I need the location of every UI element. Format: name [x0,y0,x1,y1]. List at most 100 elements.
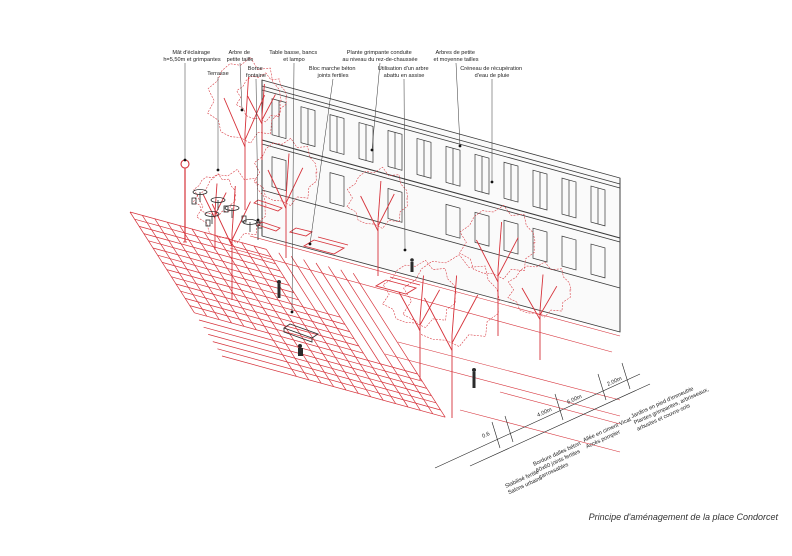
people [277,258,476,388]
tree [235,72,288,160]
paving-joint [303,259,396,404]
leader-line [255,78,259,221]
leader-line [371,62,381,151]
leader-dot [256,218,260,222]
annotation-creneau: Créneau de récupération d'eau de pluie [460,66,523,79]
paving-joint [142,215,208,317]
window [300,106,316,147]
window [416,137,432,179]
window [532,169,548,211]
terrace-tables [191,189,263,232]
garden-strip [229,227,621,453]
tree [207,57,282,210]
figure-caption: Principe d'aménagement de la place Condo… [588,512,778,522]
leader-lines [184,62,493,313]
annotation-table: Table basse, bancs et lampo [269,50,318,63]
window [445,203,461,239]
paving-joint [157,254,295,293]
leader-line [291,62,295,313]
paving-joint [315,262,409,408]
annotation-bloc: Bloc marche béton joints fertiles [309,66,357,79]
annotation-arbre-petite: Arbre de petite taille [227,50,254,63]
paving-joint [134,218,272,257]
leader-line [455,62,461,147]
paving-joint [290,256,384,401]
leader-dot [308,242,312,246]
dimension-scale [434,362,651,469]
window [329,172,345,207]
window [474,153,490,195]
annotation-jardins: Jardins en pied d'immeuble Plantes grimp… [630,380,714,433]
annotation-bordure: Bordure dalles béton 60x60 joints fertil… [532,440,589,480]
leader-dot [403,248,407,252]
dimension-4m: 4.00m [536,407,553,419]
leader-line [309,78,334,245]
window [590,185,606,227]
paving-joint [228,239,322,384]
benches [253,199,319,343]
window [503,161,519,203]
annotation-arbres-moyenne: Arbres de petite et moyenne tailles [433,50,478,63]
paving-joint [191,228,257,330]
tree [253,137,318,258]
window [445,145,461,187]
leader-dot [370,148,374,152]
leader-dot [240,108,244,112]
window [387,130,403,171]
leader-line [239,62,243,111]
paving-joint [154,218,220,320]
building-facade [261,79,621,333]
leader-dot [458,144,462,148]
annotation-plante: Plante grimpante conduite au niveau du r… [342,50,417,63]
annotation-terrasse: Terrasse [207,71,228,77]
paving-joint [253,245,347,391]
paving-joint [340,269,434,414]
paving-joint [278,252,372,397]
paving-joint [328,266,421,411]
tree [402,254,500,418]
paving-joint [129,211,267,250]
leader-dot [216,168,220,172]
paving-joint [352,273,446,418]
paving-joint [266,249,359,394]
window [271,156,287,192]
leader-dots [183,108,494,314]
paving-joint [143,233,281,272]
tree [346,166,409,276]
street-furniture [180,159,476,388]
paving-joint [204,232,297,377]
window [474,211,490,247]
annotation-mat: Mât d'éclairage h=5,50m et grimpantes [163,50,221,63]
paving-joint [139,226,276,265]
window [590,243,606,279]
window [358,122,374,163]
window [503,219,519,255]
tree [459,205,536,336]
paving-joint [166,222,232,324]
paving-joint [179,225,245,327]
window [387,188,403,223]
paving-joint [148,240,285,279]
leader-dot [290,310,294,314]
window [561,235,577,271]
window [532,227,548,263]
tree [382,259,457,380]
window [329,114,345,155]
window [561,177,577,219]
fountain-bollard [255,221,261,240]
dimension-0-6: 0.6 [481,431,491,440]
paving-joint [241,242,334,387]
paving-joint [152,247,290,286]
paving-joint [162,262,299,301]
annotations-top: Mât d'éclairage h=5,50m et grimpantes Te… [163,50,523,79]
leader-dot [490,180,494,184]
window [271,98,287,140]
trees [193,57,572,418]
annotation-borne: Borne fontaine [246,66,266,79]
dimension-2m: 2.00m [606,376,623,388]
paving-joint [129,211,195,313]
annotation-utilisation: Utilisation d'un arbre abattu en assise [378,66,430,79]
leader-line [403,78,406,251]
leader-dot [183,158,187,162]
